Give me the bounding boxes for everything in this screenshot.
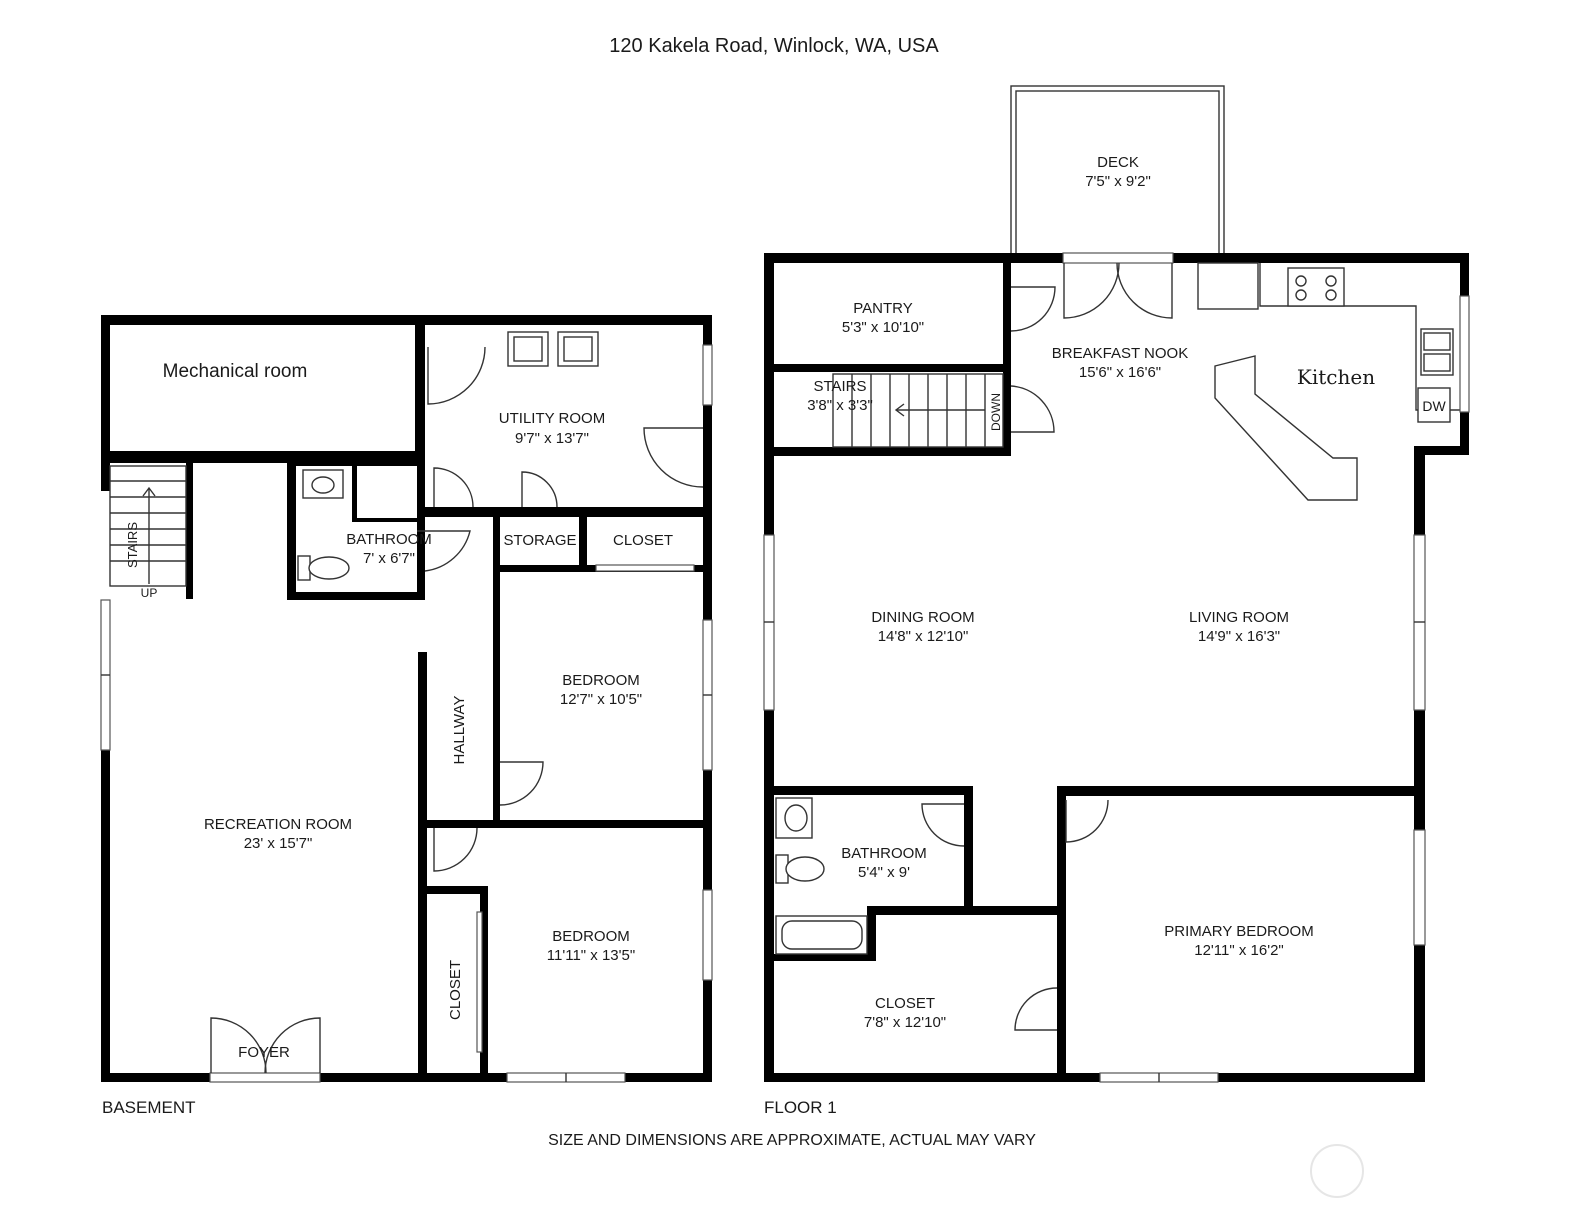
utility-room-dim: 9'7" x 13'7" [515, 430, 589, 447]
basement-closet-left-label: CLOSET [447, 960, 464, 1020]
dining-room-label: DINING ROOM [871, 609, 974, 626]
basement-wall-left-lower [101, 750, 110, 1082]
basement-bathroom-dim: 7' x 6'7" [363, 550, 415, 567]
primary-wall-left [1057, 786, 1066, 1082]
living-room-label: LIVING ROOM [1189, 609, 1289, 626]
storage-label: STORAGE [503, 532, 576, 549]
foyer-door [209, 1072, 321, 1083]
primary-bedroom-label: PRIMARY BEDROOM [1164, 923, 1313, 940]
floor1-wall-right-lower [1414, 446, 1425, 1082]
basement-label: BASEMENT [102, 1098, 196, 1117]
stairs-wall [186, 463, 193, 599]
closet-left-wall-top [427, 886, 487, 894]
basement-window-bedroom2 [702, 889, 713, 981]
basement-bathroom-label: BATHROOM [346, 531, 432, 548]
deck-label: DECK [1097, 154, 1139, 171]
floor1-stairs-down: DOWN [989, 393, 1003, 431]
recreation-room-dim: 23' x 15'7" [244, 835, 313, 852]
pantry-dim: 5'3" x 10'10" [842, 319, 924, 336]
mechanical-room-label: Mechanical room [163, 361, 308, 382]
basement-wall-bottom [101, 1073, 712, 1082]
deck-dim: 7'5" x 9'2" [1085, 173, 1151, 190]
breakfast-nook-label: BREAKFAST NOOK [1052, 345, 1188, 362]
primary-wall-top [1057, 786, 1425, 796]
closet-left-wall-right [480, 886, 488, 1082]
floor1-bathroom-label: BATHROOM [841, 845, 927, 862]
watermark-logo [1310, 1144, 1364, 1198]
primary-bedroom-dim: 12'11" x 16'2" [1194, 942, 1284, 959]
utility-door-3 [521, 471, 558, 508]
basement-closet-top-label: CLOSET [613, 532, 673, 549]
utility-exterior-door [643, 427, 704, 488]
kitchen-window [1459, 295, 1470, 413]
floor1-wall-bottom [764, 1073, 1425, 1082]
hallway-label: HALLWAY [451, 696, 468, 765]
primary-window-right [1413, 829, 1426, 946]
recreation-room-label: RECREATION ROOM [204, 816, 352, 833]
dishwasher-label: DW [1422, 398, 1446, 414]
floor1-closet-label: CLOSET [875, 995, 935, 1012]
bath-wall-left [287, 459, 296, 600]
utility-door-2 [433, 467, 474, 508]
bedroom1-label: BEDROOM [562, 672, 640, 689]
bath-closet-divider [867, 906, 876, 958]
closet-wall-top-f1 [867, 906, 1062, 915]
basement-wall-left-upper [101, 315, 110, 491]
kitchen-island [1214, 355, 1358, 501]
bedroom2-label: BEDROOM [552, 928, 630, 945]
bath-wall-top [287, 459, 425, 466]
bath-wall-right-f1 [964, 786, 973, 914]
utility-room-label: UTILITY ROOM [499, 410, 605, 427]
basement-stairs-label: STAIRS [125, 522, 140, 568]
basement-stairs-up: UP [141, 586, 158, 600]
bath-wall-bottom [287, 592, 425, 600]
basement-wall-top [101, 315, 712, 325]
dishwasher [1417, 387, 1451, 423]
bath-wall-top-f1 [774, 786, 973, 795]
foyer-label: FOYER [238, 1044, 290, 1061]
breakfast-nook-dim: 15'6" x 16'6" [1079, 364, 1161, 381]
address-title: 120 Kakela Road, Winlock, WA, USA [609, 35, 939, 57]
floor1-stairs-label: STAIRS [813, 378, 866, 395]
pantry-label: PANTRY [853, 300, 912, 317]
floor1-label: FLOOR 1 [764, 1098, 837, 1117]
bedroom1-dim: 12'7" x 10'5" [560, 691, 642, 708]
basement-plan: STAIRS UP [100, 315, 713, 1117]
floor1-stairs [832, 373, 1004, 448]
utility-door [427, 346, 486, 405]
refrigerator [1197, 262, 1259, 310]
tub-wall [774, 954, 876, 961]
dining-room-dim: 14'8" x 12'10" [878, 628, 969, 645]
basement-window-utility [702, 344, 713, 406]
storage-closet-divider [579, 507, 587, 569]
deck-door [1062, 252, 1174, 264]
bedroom2-dim: 11'11" x 13'5" [547, 947, 635, 964]
floor1-closet-dim: 7'8" x 12'10" [864, 1014, 946, 1031]
floor1-wall-step [1414, 446, 1469, 455]
living-room-dim: 14'9" x 16'3" [1198, 628, 1280, 645]
mechanical-wall-right [415, 315, 425, 463]
pantry-wall-right [1003, 263, 1011, 455]
stairs-wall-bottom [774, 447, 1011, 456]
floor1-stairs-dim: 3'8" x 3'3" [807, 397, 873, 414]
hallway-wall-right [493, 507, 500, 822]
basement-stairs [109, 465, 187, 587]
disclaimer-text: SIZE AND DIMENSIONS ARE APPROXIMATE, ACT… [548, 1132, 1036, 1149]
bedroom-divider-wall [427, 820, 712, 828]
pantry-wall-bottom [774, 364, 1011, 372]
floor1-plan: DOWN [763, 85, 1470, 1117]
basement-bath-toilet [297, 555, 311, 581]
bath-shower-wall [352, 466, 357, 522]
utility-wall-bottom [425, 507, 712, 517]
stove [1287, 267, 1345, 307]
bath-wall-right [417, 459, 425, 600]
floor1-bathroom-dim: 5'4" x 9' [858, 864, 910, 881]
hallway-wall-left [418, 652, 427, 1082]
kitchen-label: Kitchen [1297, 365, 1375, 389]
